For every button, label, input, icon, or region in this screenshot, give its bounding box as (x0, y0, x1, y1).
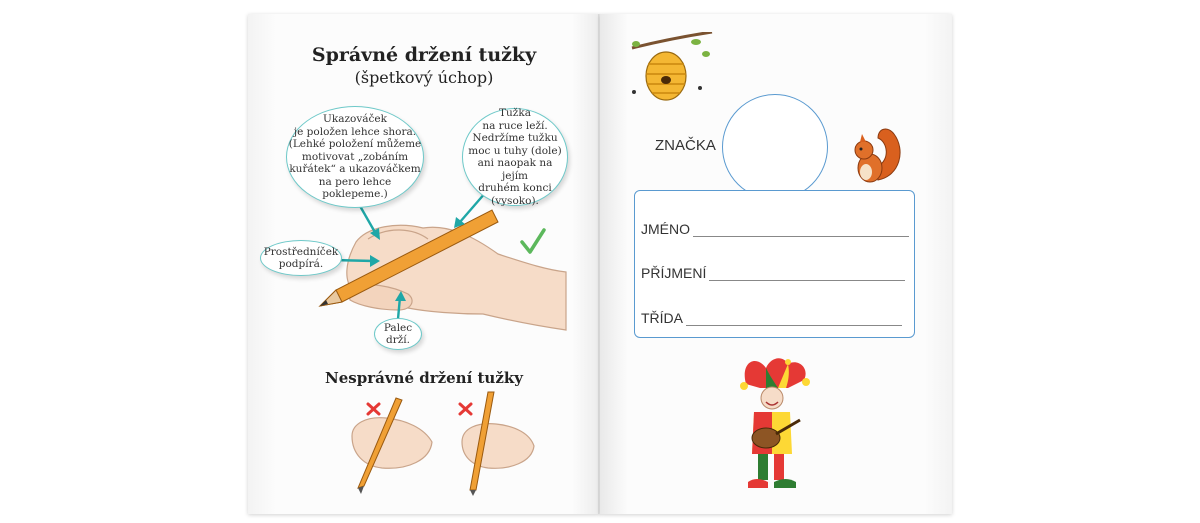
right-page: ZNAČKA JMÉNO PŘÍJMENÍ TŘÍDA (600, 14, 952, 514)
page-title: Správné držení tužky (311, 44, 537, 66)
check-icon (520, 228, 546, 254)
correct-grip-illustration (318, 191, 567, 496)
incorrect-grip-title: Nesprávné držení tužky (325, 369, 523, 387)
bubble-pencil: Tužka na ruce leží. Nedržíme tužku moc u… (462, 107, 568, 207)
surname-field[interactable] (709, 266, 906, 281)
incorrect-grip-1 (351, 397, 433, 494)
name-row: JMÉNO (641, 221, 909, 237)
class-field[interactable] (686, 311, 902, 326)
page-subtitle: (špetkový úchop) (354, 68, 494, 87)
surname-row: PŘÍJMENÍ (641, 265, 906, 281)
incorrect-grip-2 (461, 391, 535, 496)
bubble-thumb: Palec drží. (374, 318, 422, 350)
cross-icon (458, 402, 473, 416)
name-field[interactable] (693, 222, 909, 237)
finger-shape (367, 229, 429, 240)
pointer-arrows (331, 191, 487, 320)
cross-icon (366, 402, 381, 416)
squirrel-icon (854, 128, 901, 183)
class-row: TŘÍDA (641, 310, 902, 326)
beehive-icon (631, 32, 713, 101)
symbol-circle[interactable] (722, 94, 828, 200)
jester-icon (740, 358, 810, 488)
bubble-index-finger: Ukazováček je položen lehce shora. (Lehk… (286, 106, 424, 208)
name-label: JMÉNO (641, 221, 690, 237)
bubble-middle-finger: Prostředníček podpírá. (260, 240, 342, 276)
pencil-icon (318, 209, 499, 307)
znacka-label: ZNAČKA (655, 137, 716, 154)
left-page: Správné držení tužky (špetkový úchop) (248, 14, 600, 514)
student-info-form: JMÉNO PŘÍJMENÍ TŘÍDA (634, 190, 915, 338)
open-workbook: Správné držení tužky (špetkový úchop) (248, 14, 952, 514)
class-label: TŘÍDA (641, 310, 683, 326)
surname-label: PŘÍJMENÍ (641, 265, 707, 281)
